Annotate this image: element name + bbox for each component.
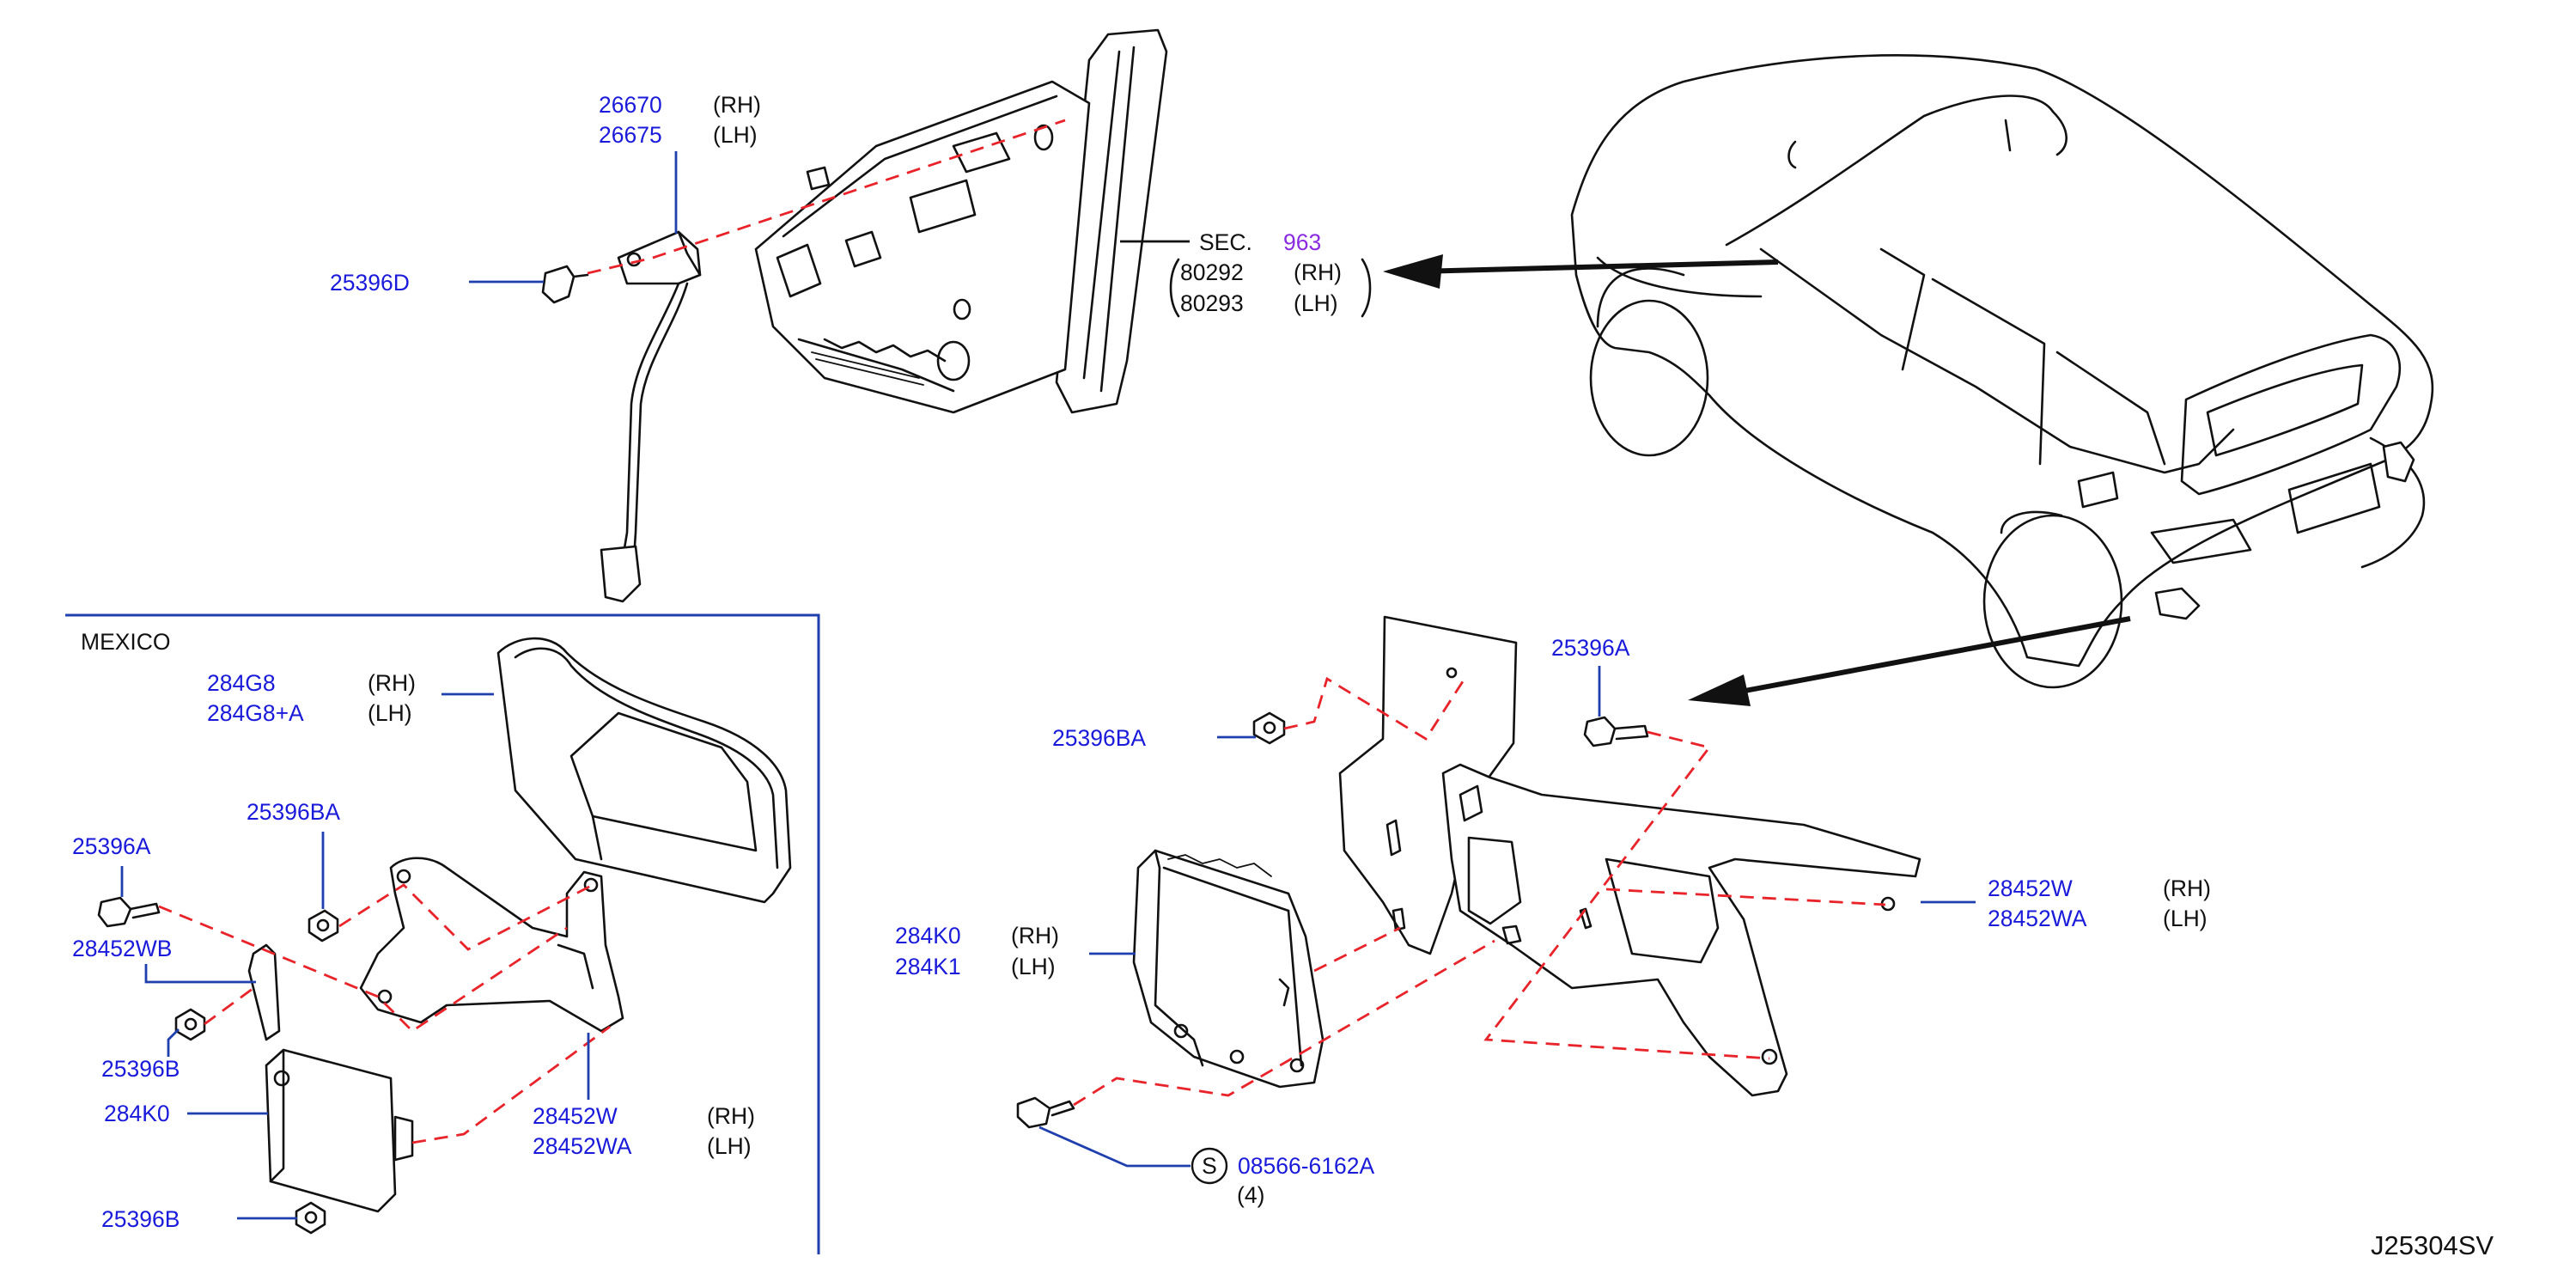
- connector-r2: [1483, 730, 1770, 1060]
- label-r-284K1-side: (LH): [1011, 954, 1056, 979]
- connector-r1: [1283, 676, 1466, 741]
- mexico-small-bracket-28452WB: [247, 943, 281, 1041]
- bracket-right: [1361, 258, 1372, 318]
- label-m-28452WB: 28452WB: [72, 936, 172, 961]
- bracket-left: [1169, 258, 1180, 318]
- connector-r5: [1313, 926, 1401, 973]
- label-m-28452W-side: (RH): [707, 1103, 755, 1129]
- side-radar-sensor-284K0: [1132, 849, 1325, 1089]
- mexico-nut-25396B-2: [295, 1201, 326, 1235]
- rear-combination-lamp: [754, 28, 1168, 414]
- label-r-28452WA-side: (LH): [2163, 906, 2208, 931]
- arrowhead-lamp: [1383, 254, 1443, 289]
- mexico-box-border: [65, 613, 820, 1254]
- label-26675: 26675: [599, 122, 662, 148]
- label-r-284K0: 284K0: [895, 923, 961, 949]
- leader-r-08566: [1038, 1126, 1191, 1168]
- label-m-284G8A: 284G8+A: [207, 700, 304, 726]
- vehicle-outline: [1570, 54, 2434, 689]
- mexico-bolt-25396A: [97, 896, 161, 928]
- mexico-nut-25396B-1: [174, 1008, 206, 1041]
- screw-08566-6162A: [1016, 1096, 1075, 1129]
- mexico-connector-b: [338, 883, 594, 951]
- label-sec-963: 963: [1283, 229, 1321, 255]
- label-r-08566-qty: (4): [1237, 1182, 1264, 1208]
- s-symbol-circle: [1191, 1147, 1228, 1185]
- label-m-25396A: 25396A: [72, 833, 151, 859]
- label-26670: 26670: [599, 92, 662, 118]
- label-26670-side: (RH): [713, 92, 761, 118]
- label-m-25396B-1: 25396B: [101, 1056, 180, 1082]
- label-r-28452W-side: (RH): [2163, 875, 2211, 901]
- mexico-connector-a: [158, 905, 568, 1033]
- label-80293: 80293: [1180, 290, 1244, 316]
- label-r-28452WA: 28452WA: [1988, 906, 2087, 931]
- arrow-to-lamp: [1416, 259, 1779, 274]
- label-r-25396A: 25396A: [1551, 635, 1630, 661]
- leader-m-28452WB: [144, 964, 256, 984]
- mexico-nut-25396BA: [308, 909, 339, 943]
- s-symbol: S: [1202, 1153, 1217, 1179]
- label-m-284G8A-side: (LH): [368, 700, 412, 726]
- label-26675-side: (LH): [713, 122, 758, 148]
- arrowhead-bracket: [1688, 674, 1751, 706]
- mexico-connector-d: [411, 1025, 611, 1144]
- label-r-08566-6162A: 08566-6162A: [1238, 1153, 1374, 1179]
- label-80293-side: (LH): [1294, 290, 1338, 316]
- mexico-bracket: [359, 857, 624, 1033]
- side-radar-sensor-top: [600, 230, 702, 603]
- label-r-28452W: 28452W: [1988, 875, 2073, 901]
- label-m-284G8-side: (RH): [368, 670, 416, 696]
- bolt-25396A: [1583, 716, 1649, 747]
- label-80292: 80292: [1180, 259, 1244, 285]
- diagram-id: J25304SV: [2371, 1230, 2494, 1260]
- label-r-25396BA: 25396BA: [1052, 725, 1146, 751]
- label-m-28452WA: 28452WA: [533, 1133, 632, 1159]
- arrow-to-bracket: [1726, 616, 2131, 697]
- label-r-284K1: 284K1: [895, 954, 961, 979]
- label-sec: SEC.: [1199, 229, 1252, 255]
- label-m-28452W: 28452W: [533, 1103, 618, 1129]
- leader-m-25396B-1: [167, 1028, 180, 1057]
- label-m-25396BA: 25396BA: [247, 799, 340, 825]
- pushpin-clip-25396D: [541, 265, 589, 304]
- label-m-25396B-2: 25396B: [101, 1206, 180, 1232]
- label-m-284G8: 284G8: [207, 670, 276, 696]
- rear-bracket-28452W: [1338, 615, 1921, 1097]
- label-25396D: 25396D: [330, 270, 410, 296]
- nut-25396BA: [1252, 711, 1286, 745]
- mexico-sensor-284K0: [265, 1048, 414, 1213]
- label-m-28452WA-side: (LH): [707, 1133, 752, 1159]
- connector-r3: [1605, 888, 1886, 906]
- connector-r4: [1073, 939, 1495, 1107]
- label-r-284K0-side: (RH): [1011, 923, 1059, 949]
- connector-top: [587, 119, 1066, 275]
- label-m-284K0: 284K0: [104, 1101, 170, 1126]
- mexico-lamp-housing: [496, 637, 792, 904]
- mexico-box-title: MEXICO: [81, 629, 171, 655]
- label-80292-side: (RH): [1294, 259, 1342, 285]
- mexico-connector-c: [204, 985, 257, 1026]
